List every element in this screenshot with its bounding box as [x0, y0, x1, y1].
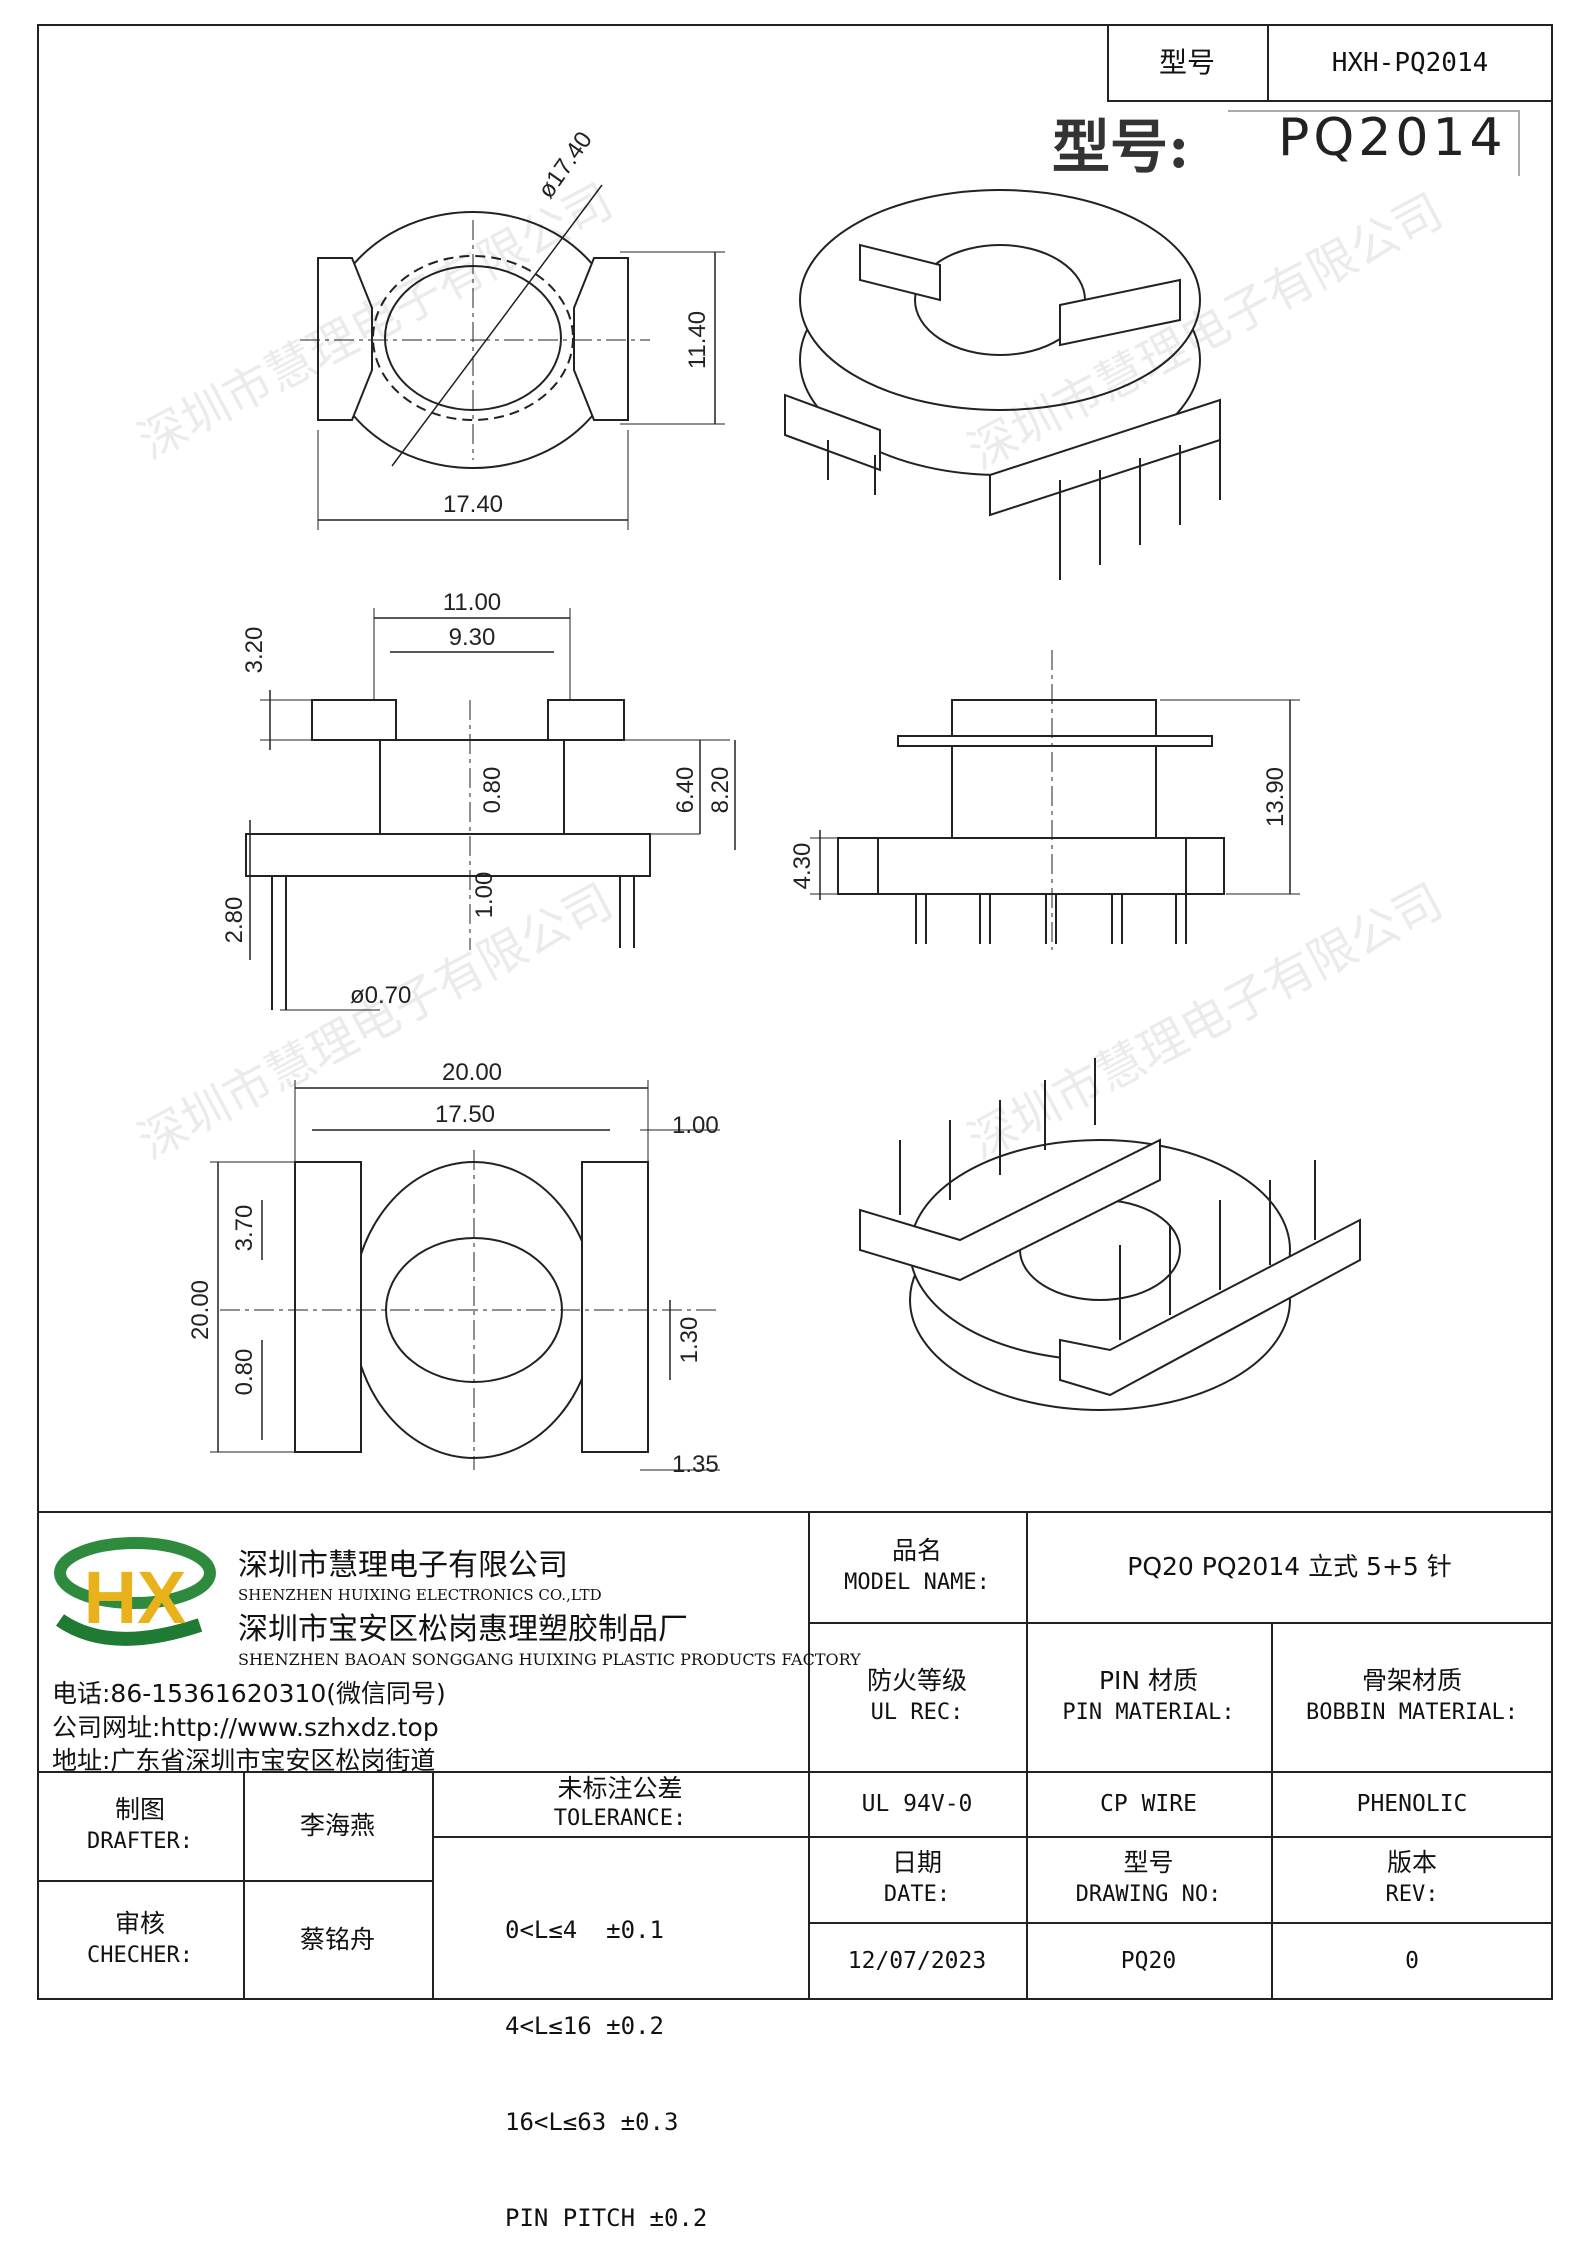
dim-front-w1: 11.00 [443, 589, 501, 616]
drawing-no-cn: 型号 [1123, 1848, 1174, 1877]
dim-side-430: 4.30 [789, 843, 816, 890]
dim-bottom-135: 1.35 [672, 1451, 719, 1478]
watermark-1: 深圳市慧理电子有限公司 [130, 175, 621, 470]
dim-front-100: 1.00 [471, 872, 498, 919]
drafter-label: 制图 DRAFTER: [37, 1771, 243, 1880]
dim-side-1390: 13.90 [1262, 767, 1289, 827]
dim-bottom-130: 1.30 [676, 1317, 703, 1364]
watermark-3: 深圳市慧理电子有限公司 [130, 875, 621, 1170]
dim-bottom-370: 3.70 [231, 1205, 258, 1252]
rev-value: 0 [1405, 1948, 1419, 1974]
dim-front-080: 0.80 [479, 767, 506, 814]
pin-material-label: PIN 材质 PIN MATERIAL: [1026, 1622, 1271, 1771]
dim-front-280: 2.80 [221, 897, 248, 944]
dim-bottom-w2: 17.50 [435, 1101, 495, 1128]
model-name-cn: 品名 [891, 1535, 942, 1565]
tolerance-item: 16<L≤63 ±0.3 [505, 2108, 679, 2136]
company-name-cn: 深圳市慧理电子有限公司 [238, 1548, 568, 1583]
iso-view-top [784, 189, 1221, 580]
drawing-frame [37, 24, 1553, 2000]
big-model-value-box [1228, 110, 1520, 176]
tolerance-item: PIN PITCH ±0.2 [505, 2204, 708, 2232]
drafter-name: 李海燕 [299, 1810, 375, 1840]
dim-front-820: 8.20 [707, 767, 734, 814]
big-model-value: PQ2014 [1278, 108, 1507, 168]
company-logo: HX [54, 1537, 216, 1646]
drafter-cn: 制图 [114, 1794, 165, 1824]
date-label: 日期 DATE: [808, 1836, 1026, 1922]
model-name-en: MODEL NAME: [844, 1569, 990, 1595]
iso-view-bottom [859, 1058, 1361, 1411]
header-model-value: HXH-PQ2014 [1331, 48, 1489, 78]
model-name-label: 品名 MODEL NAME: [808, 1511, 1026, 1622]
drawing-no-label: 型号 DRAWING NO: [1026, 1836, 1271, 1922]
dim-bottom-100: 1.00 [672, 1112, 719, 1139]
bobbin-material-cn: 骨架材质 [1361, 1665, 1462, 1695]
top-view [300, 184, 725, 530]
tolerance-label: 未标注公差 TOLERANCE: [432, 1771, 808, 1836]
factory-name-cn: 深圳市宝安区松岗惠理塑胶制品厂 [238, 1612, 688, 1647]
ul-rec-value: UL 94V-0 [861, 1790, 973, 1817]
pin-material-cn: PIN 材质 [1098, 1665, 1199, 1695]
company-phone: 电话:86-15361620310(微信同号) [52, 1679, 446, 1708]
bobbin-material-value: PHENOLIC [1356, 1790, 1468, 1817]
rev-en: REV: [1385, 1882, 1439, 1907]
drafter-en: DRAFTER: [87, 1828, 193, 1854]
checker-cn: 审核 [114, 1909, 165, 1938]
drawing-no-en: DRAWING NO: [1075, 1882, 1222, 1907]
drawing-no-value: PQ20 [1120, 1948, 1177, 1974]
logo-swoosh-top [54, 1537, 216, 1609]
dim-front-320: 3.20 [241, 627, 268, 674]
dim-bottom-h: 20.00 [187, 1280, 214, 1340]
dim-front-640: 6.40 [672, 767, 699, 814]
dim-top-height: 11.40 [684, 311, 711, 369]
dim-bottom-080: 0.80 [231, 1349, 258, 1396]
tolerance-en: TOLERANCE: [553, 1805, 687, 1831]
tolerance-list: 0<L≤4 ±0.1 4<L≤16 ±0.2 16<L≤63 ±0.3 PIN … [505, 1850, 707, 2266]
rev-cn: 版本 [1386, 1848, 1437, 1877]
pin-material-en: PIN MATERIAL: [1062, 1699, 1235, 1725]
date-cn: 日期 [891, 1848, 942, 1877]
pin-material-value: CP WIRE [1100, 1790, 1197, 1817]
big-model-label: 型号: [1052, 113, 1190, 181]
dim-front-pin: ø0.70 [350, 982, 411, 1009]
company-website: 公司网址:http://www.szhxdz.top [52, 1713, 439, 1742]
tolerance-item: 0<L≤4 ±0.1 [505, 1916, 664, 1944]
rev-label: 版本 REV: [1271, 1836, 1553, 1922]
date-en: DATE: [883, 1882, 951, 1907]
checker-label: 审核 CHECHER: [37, 1880, 243, 2000]
side-view [810, 650, 1300, 950]
logo-text: HX [84, 1556, 187, 1639]
logo-swoosh-bottom [55, 1614, 203, 1646]
dim-bottom-w1: 20.00 [442, 1059, 502, 1086]
company-name-en: SHENZHEN HUIXING ELECTRONICS CO.,LTD [238, 1586, 602, 1604]
ul-rec-cn: 防火等级 [866, 1665, 967, 1695]
bobbin-material-label: 骨架材质 BOBBIN MATERIAL: [1271, 1622, 1553, 1771]
company-address: 地址:广东省深圳市宝安区松岗街道 [52, 1746, 436, 1775]
bobbin-material-en: BOBBIN MATERIAL: [1306, 1699, 1518, 1725]
dim-front-w2: 9.30 [449, 624, 496, 651]
checker-name: 蔡铭舟 [299, 1925, 375, 1954]
ul-rec-en: UL REC: [870, 1699, 964, 1725]
checker-en: CHECHER: [87, 1943, 193, 1968]
bottom-view [210, 1080, 720, 1471]
factory-name-en: SHENZHEN BAOAN SONGGANG HUIXING PLASTIC … [238, 1650, 861, 1669]
watermark-4: 深圳市慧理电子有限公司 [960, 875, 1451, 1170]
header-model-label: 型号 [1158, 46, 1215, 79]
model-name-value: PQ20 PQ2014 立式 5+5 针 [1127, 1551, 1452, 1581]
dim-top-width: 17.40 [443, 491, 503, 518]
tolerance-cn: 未标注公差 [557, 1773, 683, 1803]
ul-rec-label: 防火等级 UL REC: [808, 1622, 1026, 1771]
date-value: 12/07/2023 [847, 1948, 987, 1974]
technical-drawing: ø17.40 11.40 17.40 11.00 9.30 3.20 0.80 … [130, 127, 1451, 1478]
tolerance-item: 4<L≤16 ±0.2 [505, 2012, 664, 2040]
front-view [245, 608, 736, 1011]
header-model-box [1107, 24, 1553, 102]
